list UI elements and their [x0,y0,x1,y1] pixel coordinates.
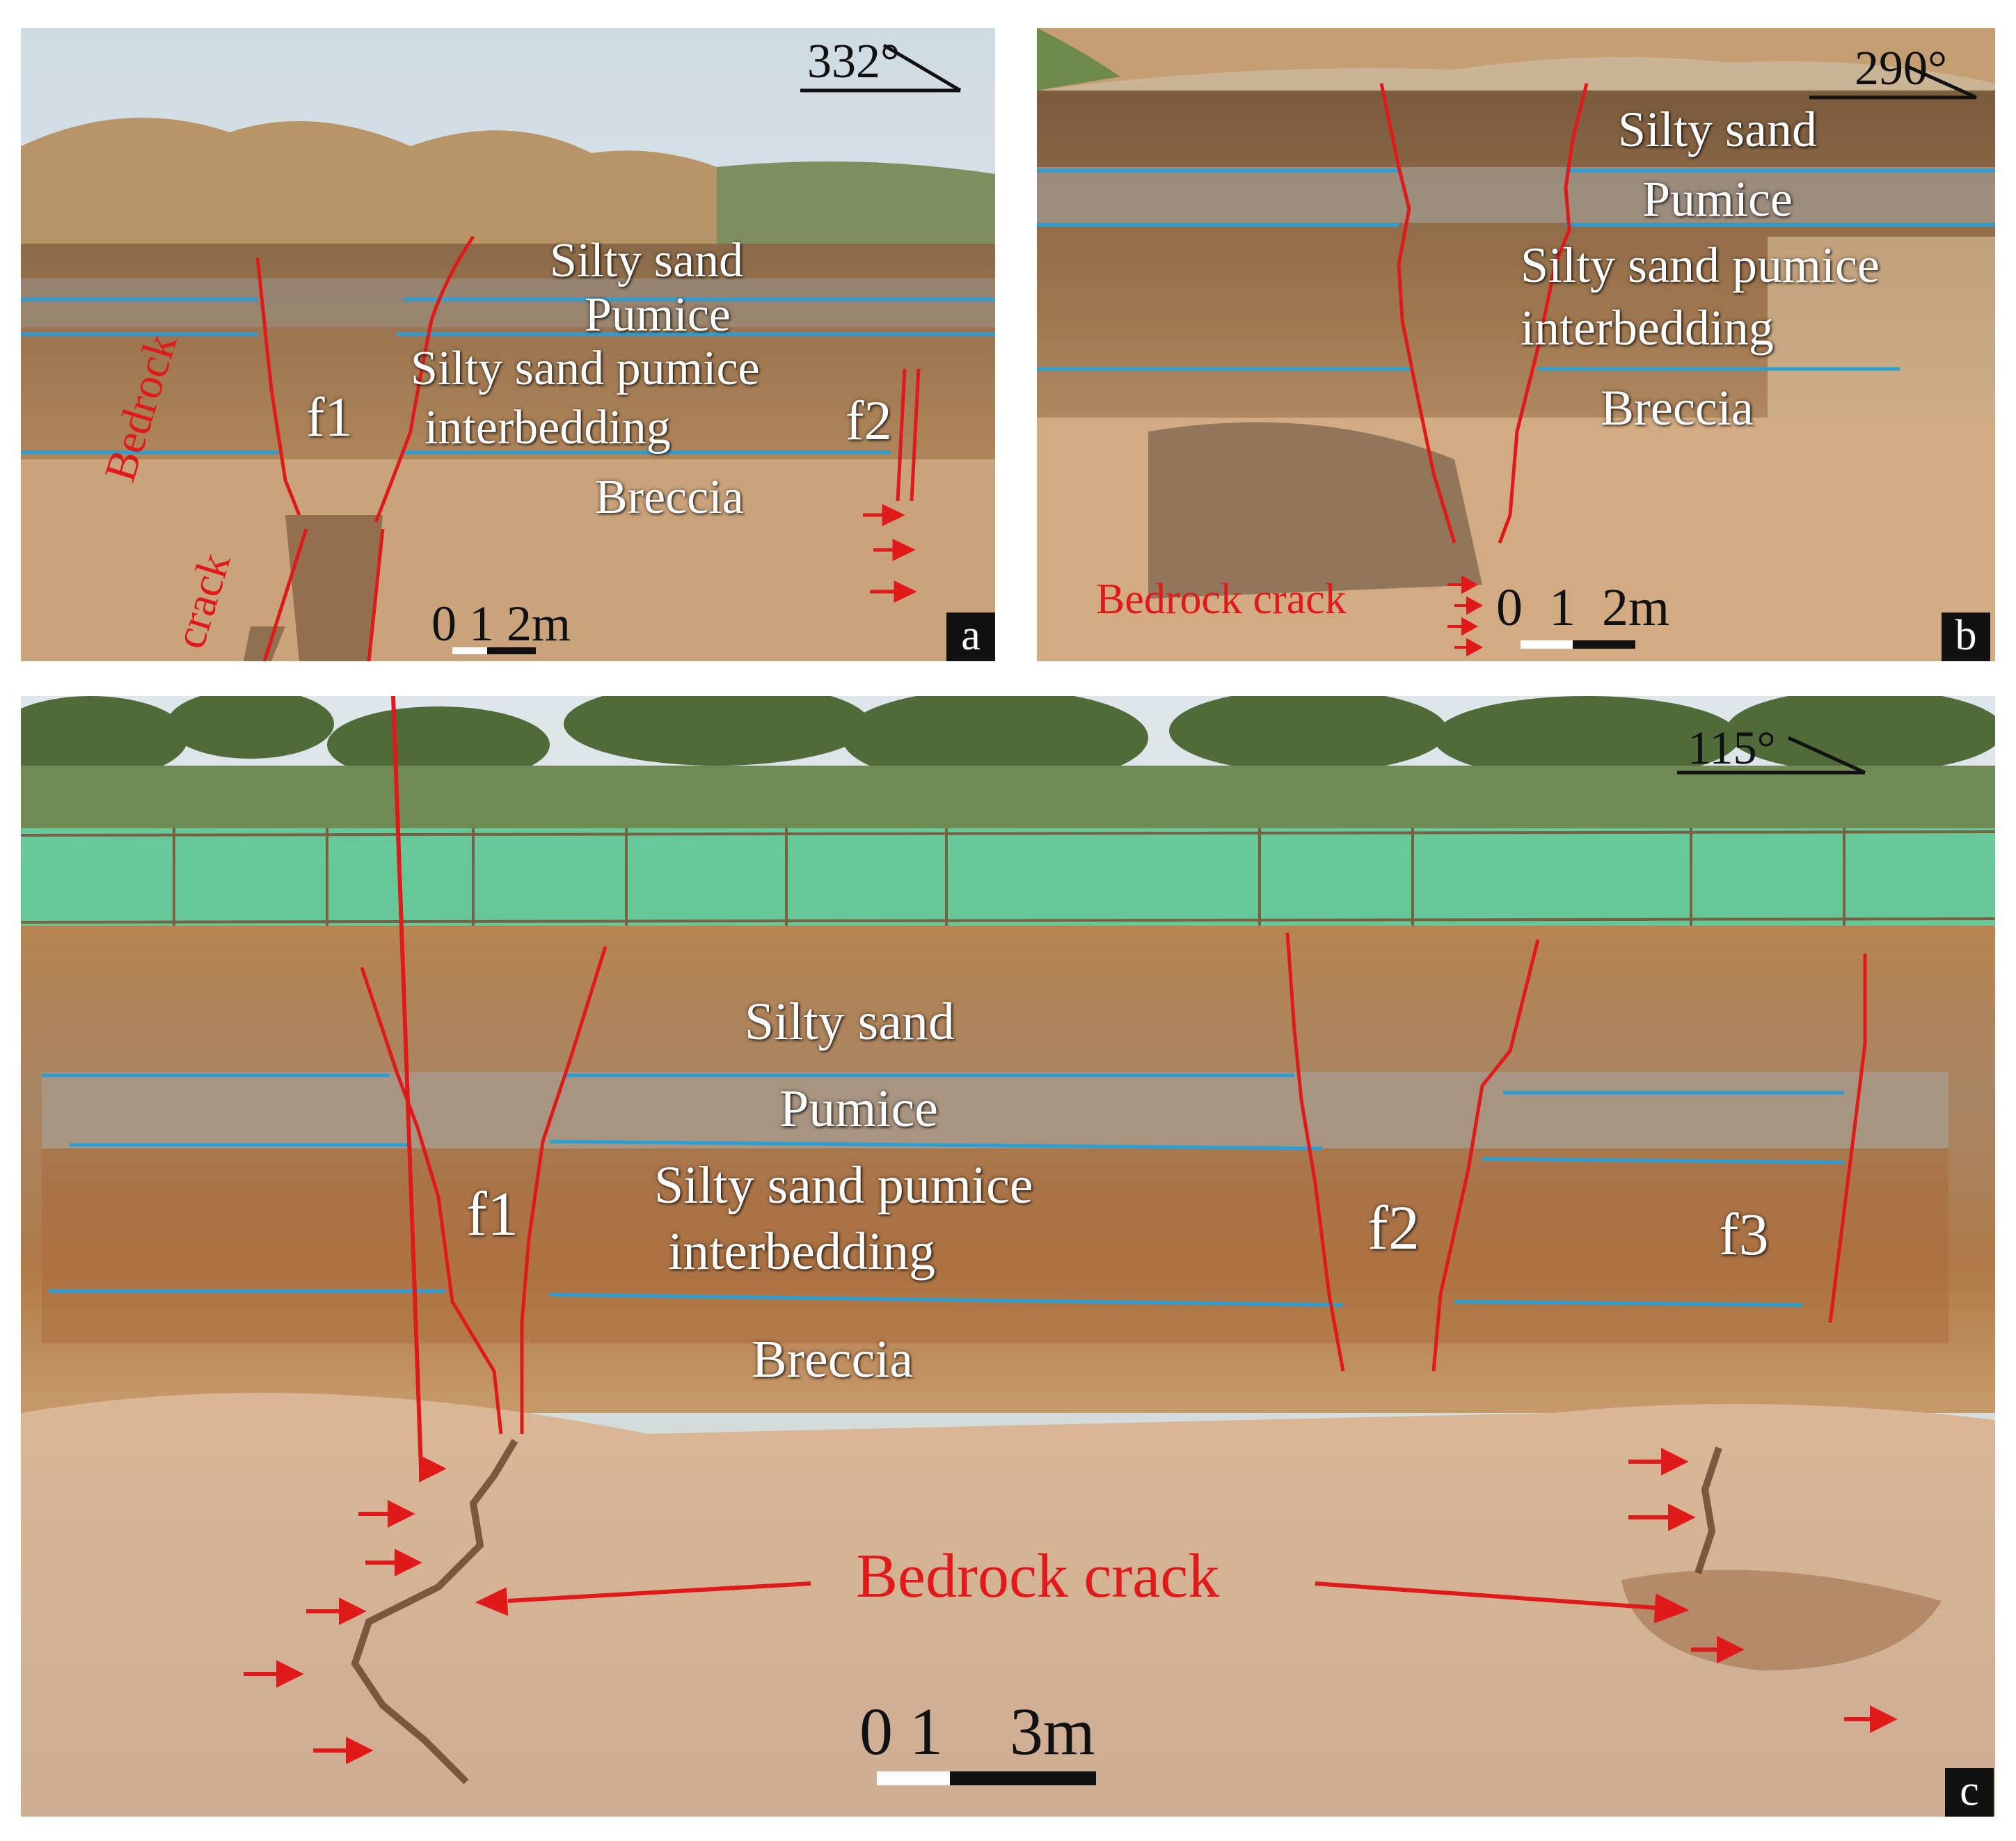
panel-c-layer-pumice: Pumice [779,1080,938,1138]
panel-a-scale-label: 0 1 2m [431,596,571,651]
panel-c-letter: c [1945,1768,1994,1817]
panel-b-layer-breccia: Breccia [1601,380,1754,436]
panel-b-layer-pumice: Pumice [1642,171,1793,227]
panel-b-letter: b [1942,613,1990,661]
panel-b-bedrock-crack-label: Bedrock crack [1096,576,1347,623]
panel-a-layer-interbedding: interbedding [424,401,671,455]
panel-b-layer-silty-sand-pumice: Silty sand pumice [1521,237,1880,293]
panel-c-layer-breccia: Breccia [752,1330,914,1389]
panel-a-azimuth: 332° [807,35,900,88]
panel-a-letter: a [946,613,995,661]
panel-b-photo [1037,28,1995,661]
panel-c-scale-label: 0 1 3m [859,1694,1095,1769]
panel-a-layer-pumice: Pumice [585,288,731,342]
panel-c-photo [21,696,1995,1817]
panel-c-layer-interbedding: interbedding [668,1222,936,1281]
panel-b-scale-label: 0 1 2m [1496,578,1670,637]
panel-a-layer-breccia: Breccia [595,471,744,524]
panel-a-photo [21,28,995,661]
panel-c-bedrock-crack-label: Bedrock crack [856,1542,1220,1611]
panel-c-layer-silty-sand-pumice: Silty sand pumice [654,1156,1033,1215]
panel-b: 290° Silty sand Pumice Silty sand pumice… [1037,28,1995,661]
panel-a-layer-silty-sand: Silty sand [550,234,744,287]
panel-c-fault-f3: f3 [1719,1201,1769,1267]
panel-b-azimuth: 290° [1855,42,1947,95]
panel-c-layer-silty-sand: Silty sand [745,993,955,1051]
panel-b-layer-interbedding: interbedding [1521,300,1774,356]
panel-a-layer-silty-sand-pumice: Silty sand pumice [411,342,760,395]
panel-c-azimuth: 115° [1688,721,1776,774]
panel-c-fault-f1: f1 [466,1180,518,1249]
panel-c-fault-f2: f2 [1367,1194,1420,1263]
panel-a: 332° Silty sand Pumice Silty sand pumice… [21,28,995,661]
panel-a-fault-f1: f1 [306,387,353,448]
panel-c: 115° Silty sand Pumice Silty sand pumice… [21,696,1995,1817]
panel-b-layer-silty-sand: Silty sand [1618,102,1818,157]
panel-a-fault-f2: f2 [846,390,892,452]
